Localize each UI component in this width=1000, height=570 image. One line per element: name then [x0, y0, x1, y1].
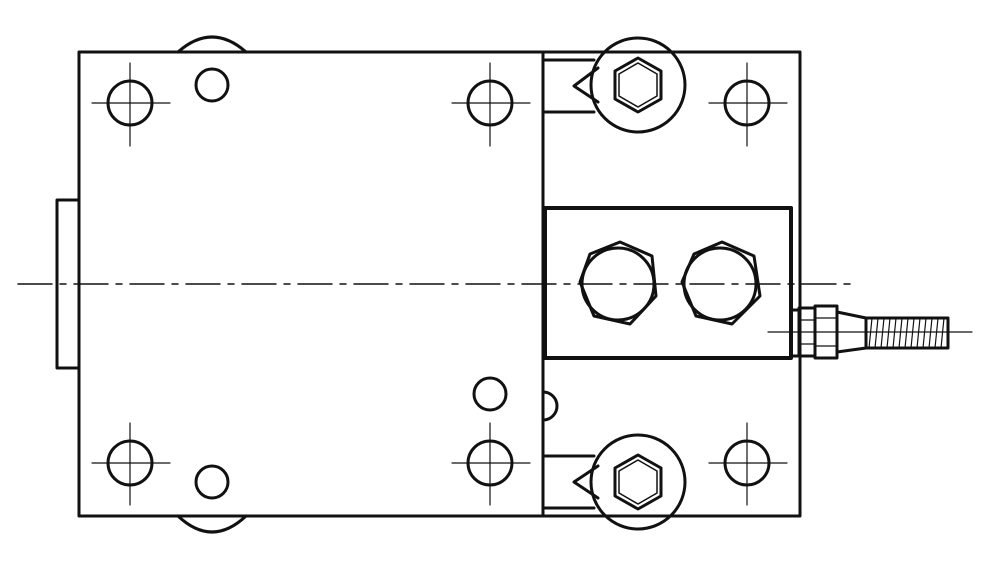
bottom-clamp-bolt-hex	[613, 453, 663, 511]
mounting-hole-4	[91, 422, 171, 506]
cartridge-bolt-left	[578, 240, 658, 326]
mounting-hole-5	[451, 422, 531, 506]
cartridge-bolt-right	[680, 240, 762, 326]
mounting-hole-6	[708, 422, 788, 506]
mounting-hole-1	[91, 62, 171, 147]
small-hole-center	[472, 376, 508, 412]
side-arc	[541, 390, 559, 422]
bottom-lug	[176, 514, 248, 534]
top-clamp-bolt-hex	[613, 56, 663, 114]
mounting-hole-3	[708, 62, 788, 147]
small-hole-top	[194, 67, 230, 103]
hose-fitting	[767, 304, 973, 360]
mounting-hole-2	[451, 62, 531, 147]
cartridge-housing	[543, 206, 793, 360]
threaded-stud	[864, 316, 950, 350]
top-clamp	[543, 36, 687, 134]
top-lug	[176, 35, 248, 54]
bottom-clamp	[543, 433, 687, 531]
small-hole-bottom	[194, 464, 230, 500]
